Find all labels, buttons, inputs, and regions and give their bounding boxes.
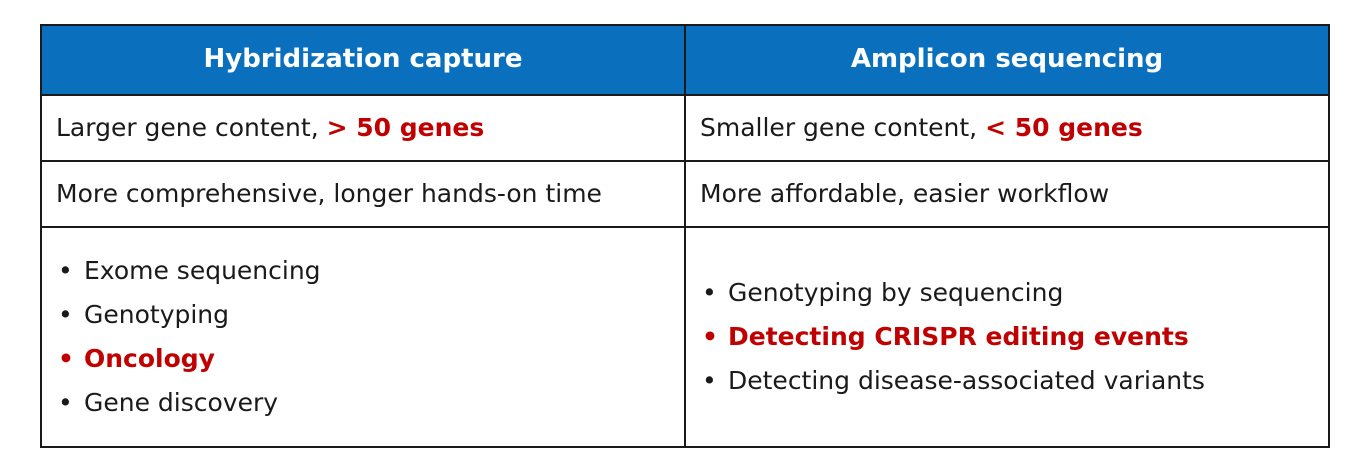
comparison-table: Hybridization capture Amplicon sequencin… <box>40 24 1330 448</box>
list-item-highlighted: Detecting CRISPR editing events <box>700 315 1314 359</box>
workflow-cell-right: More affordable, easier workflow <box>684 160 1330 228</box>
gene-content-cell-left: Larger gene content, > 50 genes <box>40 94 686 162</box>
gene-content-cell-right: Smaller gene content, < 50 genes <box>684 94 1330 162</box>
list-item-highlighted: Oncology <box>56 337 670 381</box>
applications-row: Exome sequencing Genotyping Oncology Gen… <box>40 226 1330 448</box>
workflow-cell-left: More comprehensive, longer hands-on time <box>40 160 686 228</box>
list-item: Genotyping <box>56 293 670 337</box>
list-item: Genotyping by sequencing <box>700 271 1314 315</box>
list-item: Gene discovery <box>56 381 670 425</box>
applications-list-right: Genotyping by sequencing Detecting CRISP… <box>700 271 1314 403</box>
gene-content-text-left: Larger gene content, <box>56 113 327 142</box>
header-amplicon-sequencing: Amplicon sequencing <box>684 24 1330 96</box>
list-item: Detecting disease-associated variants <box>700 359 1314 403</box>
gene-content-row: Larger gene content, > 50 genes Smaller … <box>40 94 1330 162</box>
applications-list-left: Exome sequencing Genotyping Oncology Gen… <box>56 249 670 425</box>
header-hybridization-capture: Hybridization capture <box>40 24 686 96</box>
gene-content-text-right: Smaller gene content, <box>700 113 986 142</box>
list-item: Exome sequencing <box>56 249 670 293</box>
applications-cell-right: Genotyping by sequencing Detecting CRISP… <box>684 226 1330 448</box>
gene-count-highlight-left: > 50 genes <box>326 113 485 142</box>
gene-count-highlight-right: < 50 genes <box>985 113 1143 142</box>
applications-cell-left: Exome sequencing Genotyping Oncology Gen… <box>40 226 686 448</box>
workflow-row: More comprehensive, longer hands-on time… <box>40 160 1330 228</box>
header-row: Hybridization capture Amplicon sequencin… <box>40 24 1330 96</box>
